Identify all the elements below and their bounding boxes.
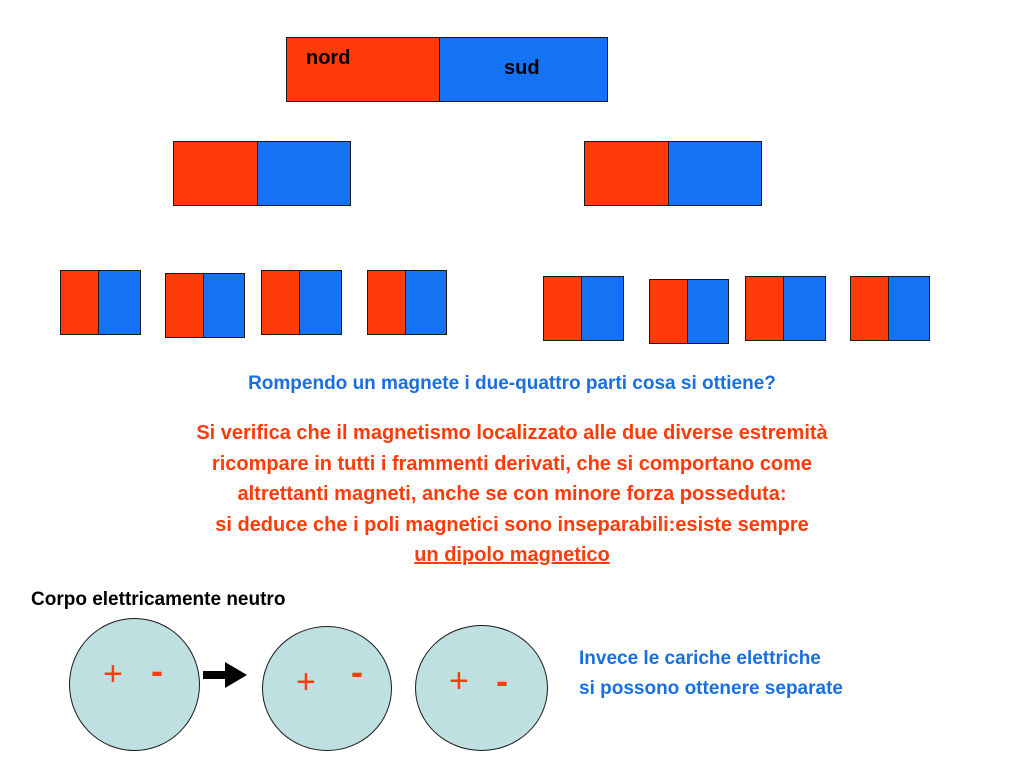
magnet-piece bbox=[367, 270, 447, 335]
north-pole bbox=[543, 276, 582, 341]
north-label: nord bbox=[306, 47, 351, 69]
answer-underlined: un dipolo magnetico bbox=[414, 544, 610, 566]
north-pole bbox=[649, 279, 688, 344]
note-line: Invece le cariche elettriche bbox=[579, 648, 821, 669]
north-pole bbox=[584, 141, 669, 206]
south-pole bbox=[688, 279, 729, 344]
answer-line: Si verifica che il magnetismo localizzat… bbox=[196, 422, 828, 444]
south-pole bbox=[440, 37, 608, 102]
south-pole bbox=[406, 270, 447, 335]
question-text: Rompendo un magnete i due-quattro parti … bbox=[248, 373, 776, 394]
north-pole bbox=[745, 276, 784, 341]
north-pole bbox=[165, 273, 204, 338]
north-pole bbox=[60, 270, 99, 335]
minus-sign: - bbox=[151, 650, 163, 691]
minus-sign: - bbox=[496, 660, 508, 701]
magnet-half-left bbox=[173, 141, 351, 206]
north-pole bbox=[173, 141, 258, 206]
magnet-piece bbox=[261, 270, 342, 335]
north-pole bbox=[261, 270, 300, 335]
plus-sign: + bbox=[449, 662, 469, 700]
south-label: sud bbox=[504, 57, 540, 79]
magnet-piece bbox=[649, 279, 729, 344]
north-pole bbox=[286, 37, 440, 102]
magnet-piece bbox=[60, 270, 141, 335]
plus-sign: + bbox=[103, 655, 123, 693]
magnet-piece bbox=[543, 276, 624, 341]
south-pole bbox=[258, 141, 351, 206]
south-pole bbox=[889, 276, 930, 341]
charged-body bbox=[262, 626, 392, 751]
neutral-body-title: Corpo elettricamente neutro bbox=[31, 589, 286, 610]
answer-paragraph: Si verifica che il magnetismo localizzat… bbox=[0, 418, 1024, 571]
south-pole bbox=[784, 276, 826, 341]
answer-line: ricompare in tutti i frammenti derivati,… bbox=[211, 452, 813, 475]
magnet-piece bbox=[745, 276, 826, 341]
plus-sign: + bbox=[296, 663, 316, 701]
arrow-right-icon bbox=[203, 662, 247, 688]
south-pole bbox=[300, 270, 342, 335]
north-pole bbox=[367, 270, 406, 335]
minus-sign: - bbox=[351, 651, 363, 692]
answer-line: si deduce che i poli magnetici sono inse… bbox=[215, 513, 809, 536]
south-pole bbox=[582, 276, 624, 341]
note-line: si possono ottenere separate bbox=[579, 678, 843, 699]
answer-line: altrettanti magneti, anche se con minore… bbox=[237, 483, 787, 505]
separated-charges-note: Invece le cariche elettriche si possono … bbox=[579, 644, 843, 704]
magnet-piece bbox=[850, 276, 930, 341]
south-pole bbox=[204, 273, 245, 338]
magnet-whole bbox=[286, 37, 608, 102]
neutral-body bbox=[69, 618, 200, 751]
charged-body bbox=[415, 625, 548, 751]
magnet-half-right bbox=[584, 141, 762, 206]
magnet-piece bbox=[165, 273, 245, 338]
north-pole bbox=[850, 276, 889, 341]
south-pole bbox=[99, 270, 141, 335]
south-pole bbox=[669, 141, 762, 206]
